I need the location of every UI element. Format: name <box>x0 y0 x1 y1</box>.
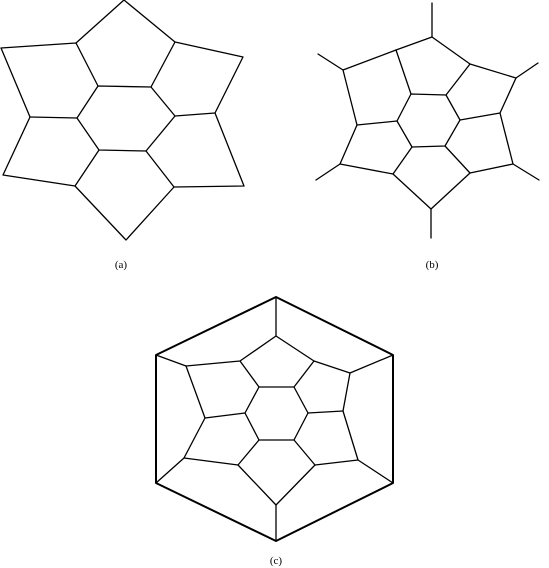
diagram-a-spokes <box>29 41 216 188</box>
diagram-a-center-hexagon <box>76 85 176 152</box>
caption-a: (a) <box>115 259 128 271</box>
diagram-b-spokes <box>356 49 501 175</box>
diagram-b-outer-boundary <box>339 36 517 210</box>
caption-b: (b) <box>426 259 439 271</box>
diagram-c-spokes <box>204 360 344 466</box>
diagram-a: (a) <box>0 0 245 271</box>
diagram-b-center-hexagon <box>396 93 461 148</box>
diagram-c-center-hexagon <box>244 386 309 441</box>
diagram-c-inner-boundary <box>183 335 359 506</box>
diagram-c: (c) <box>155 296 394 567</box>
diagram-c-outer-hexagon <box>155 296 394 542</box>
diagram-a-outer-boundary <box>0 0 245 241</box>
diagram-b-dangling-bonds <box>315 2 540 239</box>
diagram-b: (b) <box>315 2 540 271</box>
caption-c: (c) <box>270 555 283 567</box>
diagram-c-frame-bonds <box>155 296 394 542</box>
